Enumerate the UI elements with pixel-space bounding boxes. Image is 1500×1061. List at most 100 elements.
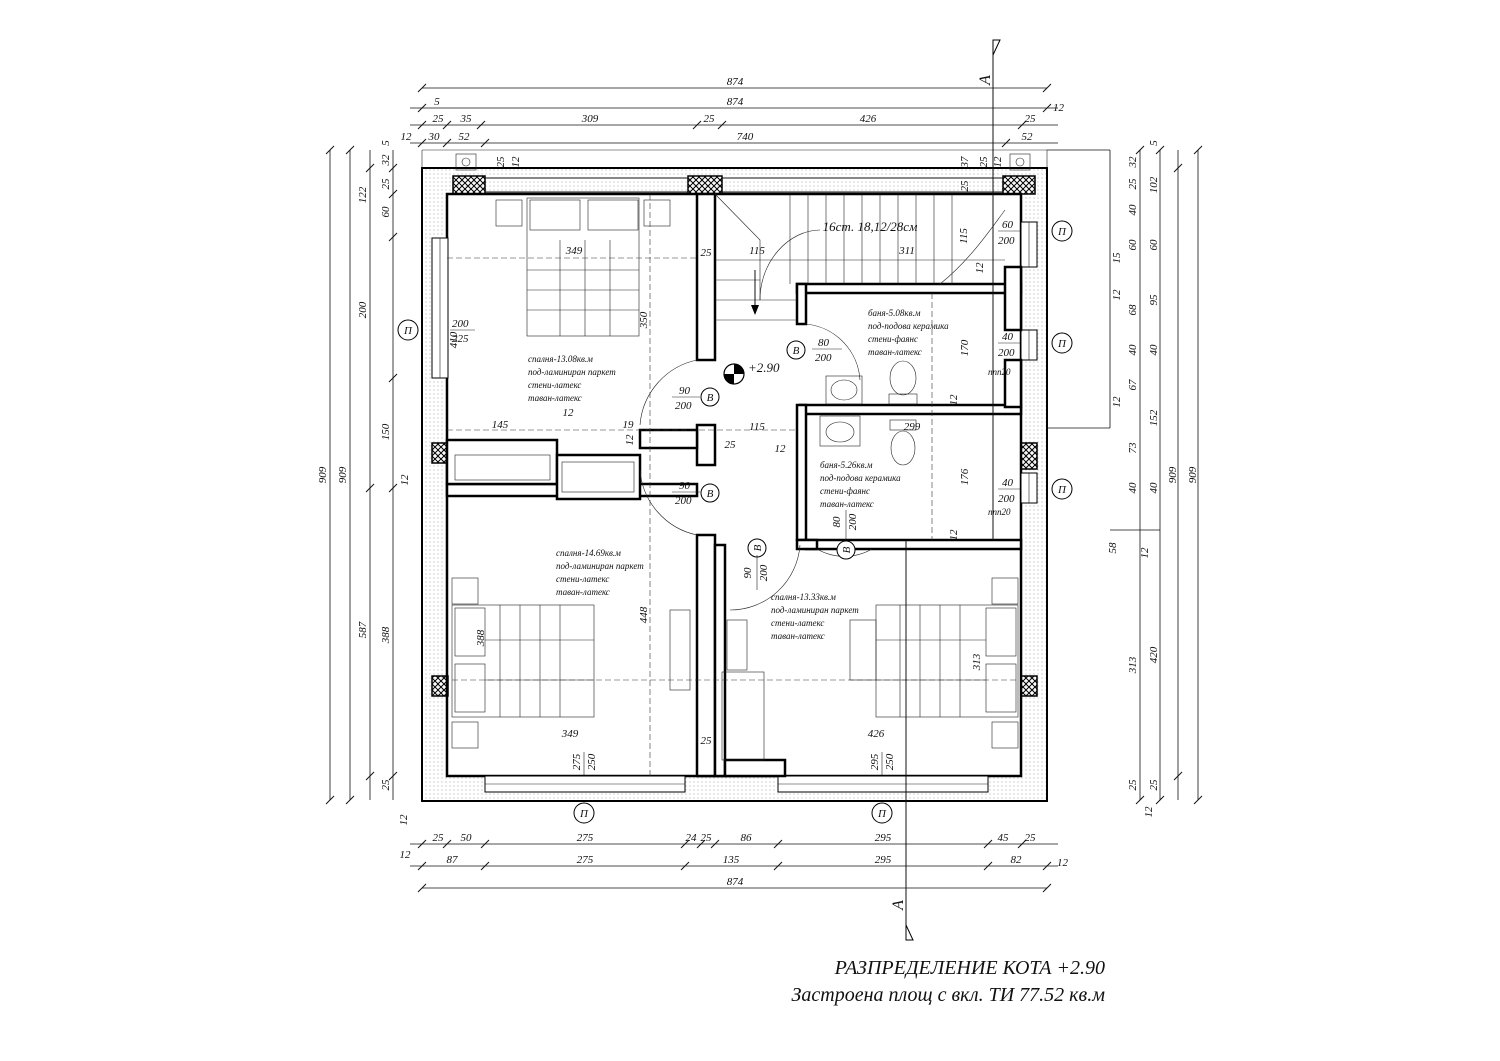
bath1-name: баня-5.08кв.м	[868, 308, 921, 318]
dim-left-200: 200	[357, 301, 369, 318]
dim-bot-r1-1: 50	[461, 832, 473, 844]
interior-walls	[445, 192, 1023, 778]
bed-room1	[495, 197, 671, 337]
dim-top-r3-4: 426	[860, 113, 877, 125]
room3-ceiling: таван-латекс	[771, 631, 825, 641]
section-line-a	[905, 39, 1001, 941]
win-r2-w: 40	[1002, 331, 1014, 343]
window-tag-r3: П	[1057, 484, 1067, 496]
window-tag-b1: П	[579, 808, 589, 820]
dim-right-12b: 12	[1111, 396, 1123, 408]
dim-right-5: 5	[1148, 140, 1160, 146]
dim-stair-115: 115	[749, 245, 765, 257]
dim-bed2-388: 388	[475, 629, 487, 647]
dim-right-40a: 40	[1127, 204, 1139, 216]
dim-left-122: 122	[357, 186, 369, 203]
win-r3-h: 200	[998, 493, 1015, 505]
dim-top-r3-1: 35	[460, 113, 473, 125]
top-dimensions: 874 874 12 5 25 35 309 25 426 25 12 30 5…	[401, 76, 1065, 143]
dim-left-5: 5	[380, 140, 392, 146]
dim-bed3-313: 313	[971, 653, 983, 671]
door4-h: 200	[758, 564, 770, 581]
dim-hall-115: 115	[749, 421, 765, 433]
dim-left-60: 60	[380, 206, 392, 218]
dim-right-60a: 60	[1127, 239, 1139, 251]
dim-bath1-12: 12	[948, 394, 960, 406]
dimension-lines	[329, 87, 1199, 889]
dim-right-73: 73	[1127, 442, 1139, 454]
win-b1-w: 275	[571, 753, 583, 770]
dim-right-68: 68	[1127, 304, 1139, 316]
dim-bed1-height2: 350	[638, 311, 650, 329]
dim-closet-12: 12	[563, 407, 575, 419]
dim-left-32: 32	[380, 154, 392, 167]
dim-wall-25: 25	[701, 735, 713, 747]
dim-top-left5: 5	[434, 96, 440, 108]
window-tag-labels: П П П П П П	[403, 226, 1067, 820]
win-r3-w: 40	[1002, 477, 1014, 489]
dim-right-32: 32	[1127, 156, 1139, 169]
dim-bot-r1-2: 275	[577, 832, 594, 844]
dim-top-r3-0: 25	[433, 113, 445, 125]
dim-bed1-width: 349	[565, 245, 583, 257]
dim-right-outer: 909	[1187, 466, 1199, 483]
interior-dimensions: 349 410 350 145 12 19 12 115 25 12 25 11…	[448, 156, 1004, 747]
drawing-title: РАЗПРЕДЕЛЕНИЕ КОТА +2.90 Застроена площ …	[792, 957, 1106, 1006]
dim-top-25c: 25	[959, 180, 971, 192]
dim-top-r4-1: 52	[459, 131, 471, 143]
door-tag-labels: В В В В В	[707, 345, 853, 553]
win-r1-h: 200	[998, 235, 1015, 247]
win-r3-sill: ппп20	[988, 507, 1011, 517]
door-tag-3: В	[707, 488, 714, 500]
dim-bot-r1-0: 25	[433, 832, 445, 844]
dim-right-420: 420	[1148, 646, 1160, 663]
dim-bot-right12: 12	[1057, 857, 1069, 869]
dim-top-total2: 874	[727, 96, 744, 108]
dim-bot-total: 874	[727, 876, 744, 888]
door1-w: 80	[818, 337, 830, 349]
door-tag-2: В	[707, 392, 714, 404]
dim-bot-r1-6: 295	[875, 832, 892, 844]
dim-right-second: 909	[1167, 466, 1179, 483]
room-label-bedroom1: спалня-13.08кв.м под-ламиниран паркет ст…	[528, 354, 616, 403]
win-b2-w: 295	[869, 753, 881, 770]
dim-bed2-width: 349	[561, 728, 579, 740]
dim-left-25b: 25	[380, 779, 392, 791]
bed-room2	[451, 577, 595, 749]
win-b2-h: 250	[884, 753, 896, 770]
door1-h: 200	[815, 352, 832, 364]
room3-walls: стени-латекс	[771, 618, 824, 628]
wardrobe	[454, 454, 765, 761]
dim-bot-top12: 12	[398, 814, 410, 826]
dim-left-150: 150	[380, 423, 392, 440]
dim-top-25: 25	[978, 156, 990, 168]
dim-top-12b: 12	[510, 156, 522, 168]
room3-floor: под-ламиниран паркет	[771, 605, 859, 615]
bath2-floor: под-подова керамика	[820, 473, 901, 483]
door-tag-5: В	[841, 546, 853, 553]
window-tag-b2: П	[877, 808, 887, 820]
dim-left-second: 909	[337, 466, 349, 483]
dim-right-60b: 60	[1148, 239, 1160, 251]
door-tag-4: В	[752, 544, 764, 551]
level-mark-text: +2.90	[748, 360, 780, 375]
room1-floor: под-ламиниран паркет	[528, 367, 616, 377]
dim-bed3-width: 426	[868, 728, 885, 740]
dim-hall-12: 12	[775, 443, 787, 455]
level-mark: +2.90	[723, 360, 780, 385]
door5-h: 200	[847, 513, 859, 530]
bath2-name: баня-5.26кв.м	[820, 460, 873, 470]
room-label-bedroom2: спалня-14.69кв.м под-ламиниран паркет ст…	[556, 548, 644, 597]
dim-closet-145: 145	[492, 419, 509, 431]
dim-bath1-170: 170	[959, 339, 971, 356]
dim-bot-r2-3: 295	[875, 854, 892, 866]
dim-right-12d: 12	[1143, 806, 1155, 818]
bathroom-fixtures	[819, 360, 918, 466]
win-b1-h: 250	[586, 753, 598, 770]
door4-w: 90	[742, 567, 754, 579]
dim-right-40b: 40	[1127, 344, 1139, 356]
dim-right-15: 15	[1111, 252, 1123, 264]
dim-right-58: 58	[1107, 542, 1119, 554]
room2-walls: стени-латекс	[556, 574, 609, 584]
dim-bath2-12: 12	[948, 529, 960, 541]
